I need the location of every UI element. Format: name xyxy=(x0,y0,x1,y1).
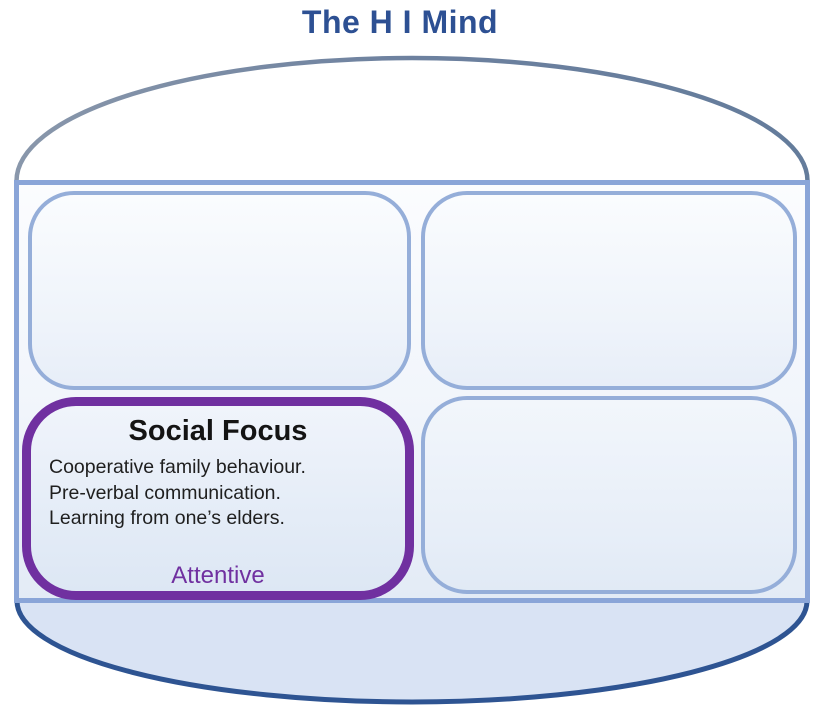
social-focus-line: Pre-verbal communication. xyxy=(49,481,281,504)
social-focus-heading: Social Focus xyxy=(128,415,308,447)
panel-bottom-right xyxy=(421,396,797,594)
social-focus-line: Learning from one’s elders. xyxy=(49,507,285,529)
page-title: The H I Mind xyxy=(301,4,499,40)
social-focus-description: Cooperative family behaviour. Pre-verbal… xyxy=(31,455,405,532)
cylinder-bottom-fill xyxy=(17,601,807,702)
cylinder-bottom-arc xyxy=(14,598,810,705)
panel-top-right xyxy=(421,191,797,390)
panel-social-focus: Social Focus Cooperative family behaviou… xyxy=(22,397,414,600)
social-focus-line: Cooperative family behaviour. xyxy=(49,456,306,478)
cylinder-top-arc xyxy=(14,55,810,184)
panel-top-left xyxy=(28,191,411,390)
social-focus-mode-label: Attentive xyxy=(171,561,265,589)
